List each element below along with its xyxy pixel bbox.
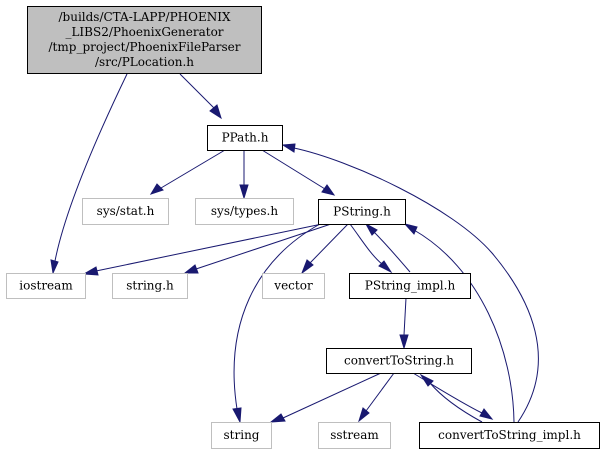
node-label: vector <box>273 279 313 293</box>
edge-convert-to-sstream <box>358 372 395 423</box>
node-box <box>27 6 262 74</box>
edges-layer <box>50 73 539 424</box>
node-box <box>419 422 600 449</box>
edge-line <box>233 223 321 410</box>
edge-root-to-ppath <box>179 73 222 120</box>
arrowhead <box>269 413 286 423</box>
edge-line <box>429 382 483 423</box>
node-box <box>195 198 294 225</box>
edge-pstring-to-string_h <box>183 223 332 274</box>
arrowhead <box>300 259 314 275</box>
edge-pstring-to-vector <box>300 223 349 275</box>
edge-line <box>195 223 332 270</box>
arrowhead <box>50 259 59 275</box>
edge-pstring-to-pstring_impl <box>349 223 393 274</box>
edge-convert_impl-to-convert <box>419 373 483 423</box>
arrowhead <box>403 223 418 235</box>
edge-line <box>160 149 226 189</box>
node-convert-impl[interactable]: convertToString_impl.h <box>419 422 600 449</box>
arrowhead <box>239 184 249 200</box>
node-convert[interactable]: convertToString.h <box>326 348 472 374</box>
edge-convert_impl-to-pstring <box>403 223 515 423</box>
edge-ppath-to-sys_stat <box>149 149 226 195</box>
arrowhead <box>232 407 242 424</box>
node-label: PPath.h <box>222 131 269 145</box>
node-sstream: sstream <box>318 422 391 449</box>
arrowhead <box>358 407 370 423</box>
edge-line <box>309 223 349 264</box>
node-vector: vector <box>262 273 325 299</box>
arrowhead <box>281 143 296 153</box>
edge-pstring-to-iostream <box>82 223 323 276</box>
edge-line <box>413 229 515 423</box>
edge-ppath-to-sys_types <box>239 150 249 200</box>
edge-line <box>54 73 128 262</box>
node-label: sstream <box>330 428 379 442</box>
node-label: sys/stat.h <box>97 204 155 218</box>
node-label: string <box>224 428 260 442</box>
arrowhead <box>479 408 494 420</box>
node-label: convertToString.h <box>344 354 454 368</box>
node-pstring[interactable]: PString.h <box>318 199 406 225</box>
node-ppath[interactable]: PPath.h <box>207 125 283 151</box>
node-sys-types: sys/types.h <box>195 198 294 225</box>
node-box <box>349 273 471 299</box>
arrowhead <box>399 334 409 350</box>
edge-ppath-to-pstring <box>261 149 336 196</box>
edge-line <box>261 149 326 190</box>
node-label: _LIBS2/PhoenixGenerator <box>65 25 223 39</box>
node-box <box>6 273 86 299</box>
node-box <box>318 422 391 449</box>
node-pstring-impl[interactable]: PString_impl.h <box>349 273 471 299</box>
edge-line <box>373 231 411 273</box>
arrowhead <box>209 104 222 120</box>
edge-line <box>412 372 483 414</box>
edge-line <box>179 73 216 110</box>
edge-root-to-iostream <box>50 73 128 275</box>
arrowhead <box>378 260 393 274</box>
edge-pstring_impl-to-pstring <box>364 222 411 273</box>
node-label: /tmp_project/PhoenixFileParser <box>49 40 241 54</box>
node-label: iostream <box>19 279 73 293</box>
node-iostream: iostream <box>6 273 86 299</box>
node-box <box>318 199 406 225</box>
edge-convert_impl-to-ppath <box>281 143 539 423</box>
arrowhead <box>364 222 378 236</box>
edge-line <box>349 223 383 265</box>
node-box <box>82 198 169 225</box>
node-label: convertToString_impl.h <box>438 428 581 442</box>
arrowhead <box>183 264 199 274</box>
node-label: PString_impl.h <box>365 279 456 293</box>
edge-line <box>403 297 407 336</box>
node-label: /src/PLocation.h <box>95 55 194 69</box>
edge-pstring-to-string <box>232 223 321 424</box>
edge-line <box>365 372 395 412</box>
node-label: sys/types.h <box>211 204 278 218</box>
edge-line <box>293 147 539 423</box>
node-box <box>207 125 283 151</box>
node-label: /builds/CTA-LAPP/PHOENIX <box>58 10 230 24</box>
edge-line <box>95 223 323 272</box>
arrowhead <box>419 373 434 387</box>
node-box <box>262 273 325 299</box>
node-string-h: string.h <box>112 273 188 299</box>
arrowhead <box>149 183 164 195</box>
arrowhead <box>321 184 336 196</box>
edge-convert-to-string <box>269 372 382 423</box>
node-label: PString.h <box>333 205 391 219</box>
edge-pstring_impl-to-convert <box>399 297 409 350</box>
node-box <box>211 422 272 449</box>
node-sys-stat: sys/stat.h <box>82 198 169 225</box>
node-box <box>112 273 188 299</box>
node-box <box>326 348 472 374</box>
node-label: string.h <box>126 279 174 293</box>
edge-convert-to-convert_impl <box>412 372 494 420</box>
node-root[interactable]: /builds/CTA-LAPP/PHOENIX_LIBS2/PhoenixGe… <box>27 6 262 74</box>
nodes-layer: /builds/CTA-LAPP/PHOENIX_LIBS2/PhoenixGe… <box>6 6 600 449</box>
arrowhead <box>82 266 99 276</box>
edge-line <box>282 372 382 419</box>
node-string: string <box>211 422 272 449</box>
